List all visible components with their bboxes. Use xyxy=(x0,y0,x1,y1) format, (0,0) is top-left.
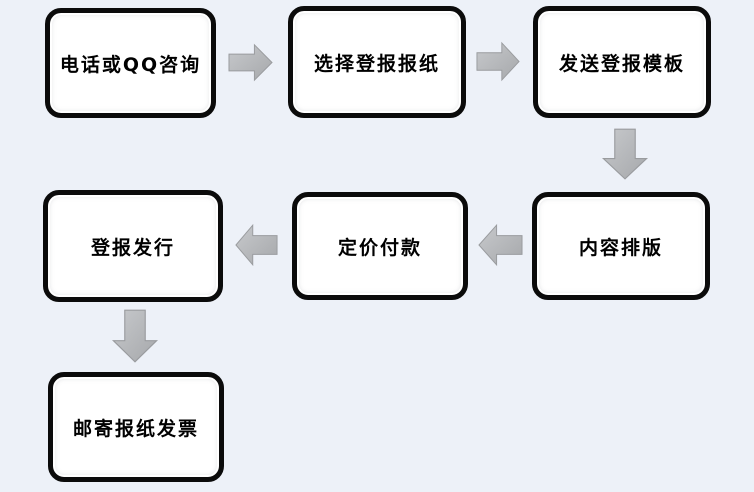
arrow-down-icon xyxy=(110,309,160,363)
flow-step-pricing-payment: 定价付款 xyxy=(292,192,468,300)
arrow-right-icon xyxy=(476,40,520,83)
arrow-right-icon xyxy=(228,42,273,83)
flow-step-send-template: 发送登报模板 xyxy=(533,6,711,118)
arrow-down-icon xyxy=(600,128,650,180)
flow-step-content-typesetting: 内容排版 xyxy=(532,192,710,300)
arrow-left-icon xyxy=(478,222,523,268)
flow-step-mail-invoice: 邮寄报纸发票 xyxy=(48,372,224,482)
arrow-left-icon xyxy=(235,222,278,268)
flow-step-choose-newspaper: 选择登报报纸 xyxy=(288,6,466,118)
flow-step-publish-release: 登报发行 xyxy=(43,190,223,302)
flow-step-phone-qq-consult: 电话或QQ咨询 xyxy=(45,8,216,118)
